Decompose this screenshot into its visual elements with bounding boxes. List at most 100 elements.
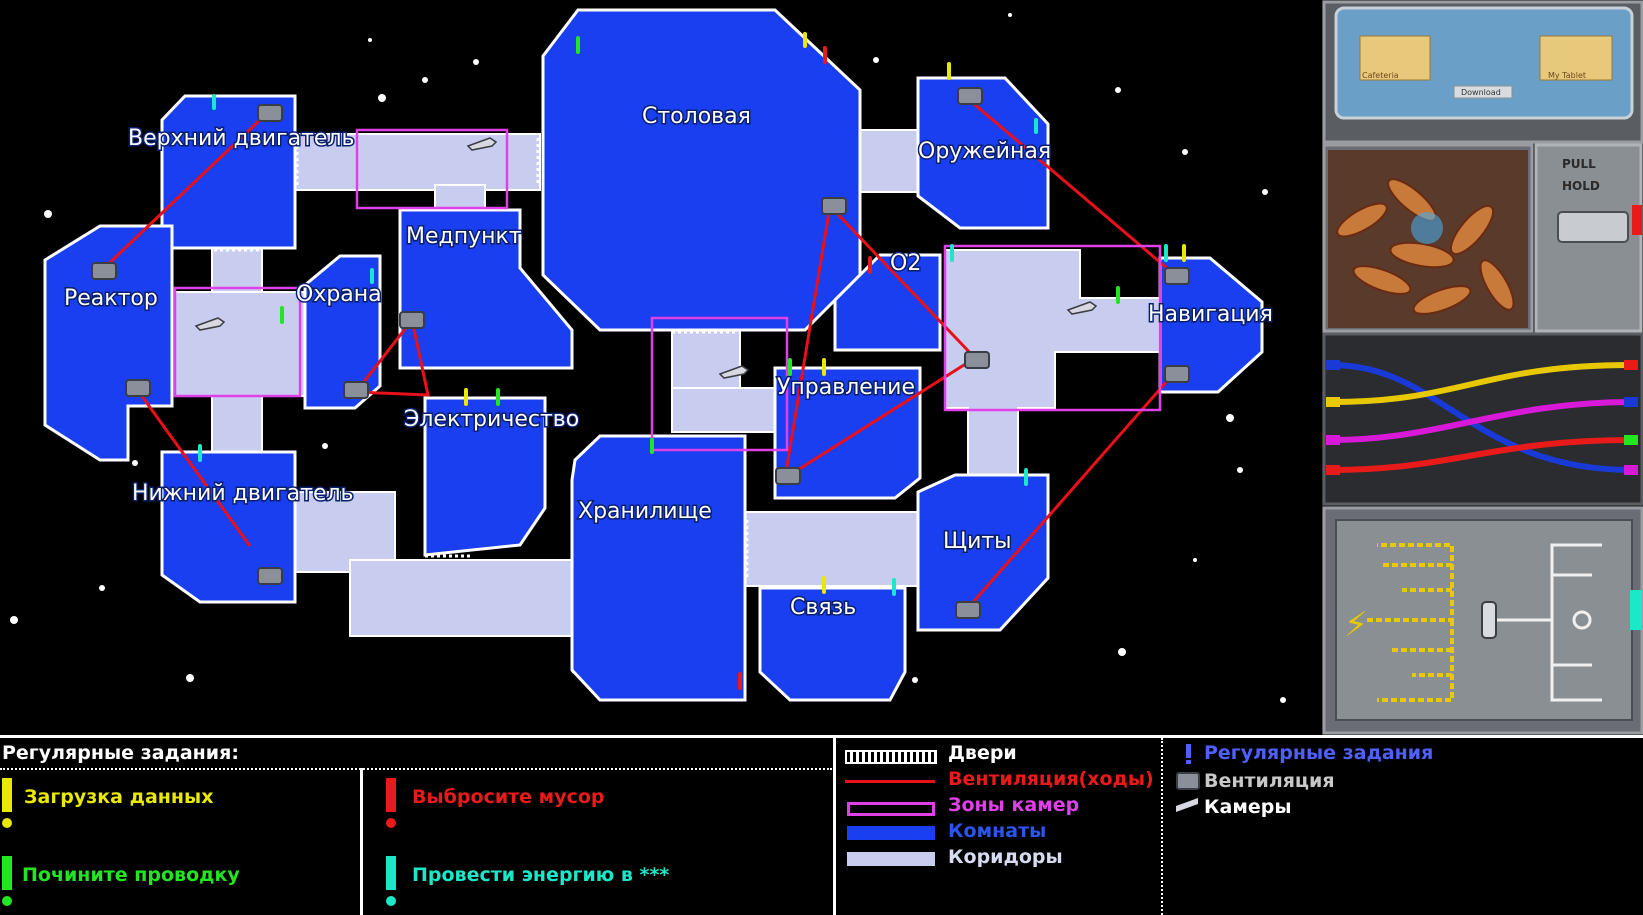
download-button[interactable]	[1453, 85, 1513, 99]
heading-divider	[0, 768, 832, 770]
task-panels: Cafeteria My Tablet Download PULL HOLD	[1322, 0, 1643, 735]
lightning-icon: ⚡	[1344, 605, 1368, 645]
wire-nodes-right[interactable]	[1624, 360, 1638, 475]
vent-route-swatch	[845, 780, 935, 783]
key-rooms: Комнаты	[948, 820, 1047, 842]
download-label: Download	[1461, 88, 1501, 97]
rooms	[43, 8, 1264, 702]
camera-icon	[194, 317, 226, 331]
task-empty-garbage: Выбросите мусор	[412, 786, 605, 808]
exclamation-icon	[2, 778, 12, 812]
key-doors: Двери	[948, 742, 1017, 764]
room-swatch	[847, 826, 935, 840]
exclamation-dot	[2, 896, 12, 906]
vents	[91, 87, 1190, 619]
leaves-icon	[1336, 178, 1515, 315]
key-vents: Вентиляция	[1204, 770, 1335, 792]
corridor-swatch	[847, 852, 935, 866]
exclamation-dot	[1186, 760, 1191, 764]
label-storage: Хранилище	[578, 499, 712, 524]
legend-panel: Регулярные задания: Загрузка данных Почи…	[0, 735, 1643, 915]
exclamation-icon	[386, 778, 396, 812]
corridor-right-hub	[944, 249, 1161, 479]
room-communications	[758, 586, 907, 702]
label-medbay: Медпункт	[406, 224, 522, 249]
power-switch[interactable]	[1481, 601, 1497, 639]
folder-left-label: Cafeteria	[1362, 71, 1399, 80]
exclamation-icon	[386, 856, 396, 890]
download-tablet-panel: Cafeteria My Tablet Download	[1322, 0, 1643, 144]
task-markers	[198, 32, 1186, 690]
exclamation-dot	[386, 896, 396, 906]
side-indicator	[1630, 590, 1642, 630]
corridor-lower-left	[294, 491, 396, 573]
wire-nodes-left[interactable]	[1326, 360, 1340, 475]
pull-lever-handle[interactable]	[1557, 211, 1629, 243]
doors-swatch	[845, 750, 937, 764]
vent-icon	[91, 262, 117, 280]
vent-icon	[955, 601, 981, 619]
label-lower-engine: Нижний двигатель	[132, 481, 354, 506]
key-vents-route: Вентиляция(ходы)	[948, 768, 1154, 790]
vent-icon	[775, 467, 801, 485]
camera-icon	[466, 137, 498, 151]
room-reactor	[43, 224, 174, 462]
camera-icon	[1066, 301, 1098, 315]
room-labels: Верхний двигатель Реактор Охрана Медпунк…	[63, 103, 1275, 622]
vent-icon	[957, 87, 983, 105]
folder-icon	[1539, 35, 1613, 81]
room-o2	[833, 253, 942, 352]
task-download: Загрузка данных	[24, 786, 214, 808]
power-lines	[1367, 543, 1454, 702]
corridor-storage-shields	[744, 511, 924, 587]
key-corridors: Коридоры	[948, 846, 1063, 868]
room-lower-engine	[160, 450, 297, 604]
room-security	[303, 254, 382, 410]
room-shields	[916, 473, 1050, 632]
corridors	[174, 129, 1161, 637]
task-fix-wiring: Почините проводку	[22, 864, 240, 886]
label-admin: Управление	[777, 375, 915, 400]
vent-routes	[100, 90, 1177, 609]
exclamation-icon	[2, 856, 12, 890]
label-o2: O2	[890, 251, 921, 276]
vent-icon	[964, 351, 990, 369]
corridor-lower	[349, 559, 576, 637]
label-cafeteria: Столовая	[642, 104, 751, 129]
vent-icon	[125, 379, 151, 397]
exclamation-dot	[386, 818, 396, 828]
cameras	[194, 137, 1098, 379]
key-camera-zones: Зоны камер	[948, 794, 1080, 816]
corridor-reactor-hub	[174, 291, 306, 397]
wires	[1331, 362, 1633, 473]
column-divider	[360, 768, 363, 915]
folder-icon	[1359, 35, 1431, 81]
garbage-chute-panel: PULL HOLD	[1322, 143, 1643, 333]
room-weapons	[916, 76, 1050, 230]
corridor-upper	[294, 133, 541, 191]
vent-icon	[821, 197, 847, 215]
vent-icon	[343, 381, 369, 399]
label-reactor: Реактор	[64, 286, 158, 311]
vent-icon	[1164, 267, 1190, 285]
room-cafeteria	[541, 8, 862, 332]
hold-label: HOLD	[1562, 179, 1600, 193]
label-electrical: Электричество	[404, 407, 579, 432]
wiring-panel	[1322, 332, 1643, 506]
label-weapons: Оружейная	[918, 139, 1051, 164]
room-storage	[570, 434, 747, 702]
label-navigation: Навигация	[1148, 302, 1273, 327]
camera-icon	[718, 365, 750, 379]
lever-knob[interactable]	[1632, 205, 1642, 235]
exclamation-dot	[2, 818, 12, 828]
key-cameras: Камеры	[1204, 796, 1292, 818]
column-divider	[833, 738, 836, 915]
vent-icon	[257, 567, 283, 585]
camera-zones	[173, 128, 1162, 452]
vent-icon	[257, 104, 283, 122]
corridor-cafe-weapons	[854, 129, 924, 193]
power-lines-off	[1497, 543, 1602, 702]
label-shields: Щиты	[943, 529, 1012, 554]
key-regular-tasks: Регулярные задания	[1204, 742, 1434, 764]
camera-zone-swatch	[847, 802, 935, 816]
